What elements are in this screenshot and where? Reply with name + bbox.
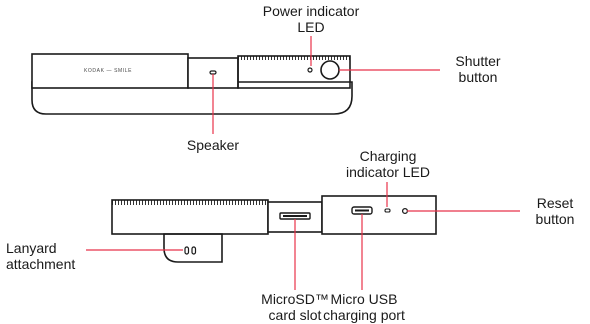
lanyard-loop-2 [191, 246, 197, 255]
label-speaker: Speaker [186, 137, 240, 153]
label-lanyard: Lanyard attachment [6, 240, 76, 272]
bottom-view-base [163, 233, 223, 263]
label-micro-usb: Micro USB charging port [323, 291, 405, 323]
top-view-right-body [237, 55, 351, 89]
top-view-base [31, 81, 353, 115]
label-reset: Reset button [535, 195, 575, 227]
top-view-camera [31, 53, 353, 115]
bottom-view-left-body [111, 199, 269, 235]
brand-logo-text: KODAK — SMILE [84, 68, 133, 74]
callout-lines [86, 36, 520, 290]
label-microsd: MicroSD™ card slot [261, 291, 329, 323]
label-shutter: Shutter button [455, 53, 501, 85]
power-led [307, 67, 313, 73]
label-power-led: Power indicator LED [262, 3, 360, 35]
bottom-view-grip [112, 200, 268, 205]
label-charging-led: Charging indicator LED [345, 148, 431, 180]
top-view-grip [238, 56, 350, 60]
lanyard-loop-1 [184, 246, 190, 255]
shutter-button[interactable] [320, 60, 340, 80]
bottom-view-right-body [321, 195, 437, 235]
charging-led [384, 208, 391, 213]
